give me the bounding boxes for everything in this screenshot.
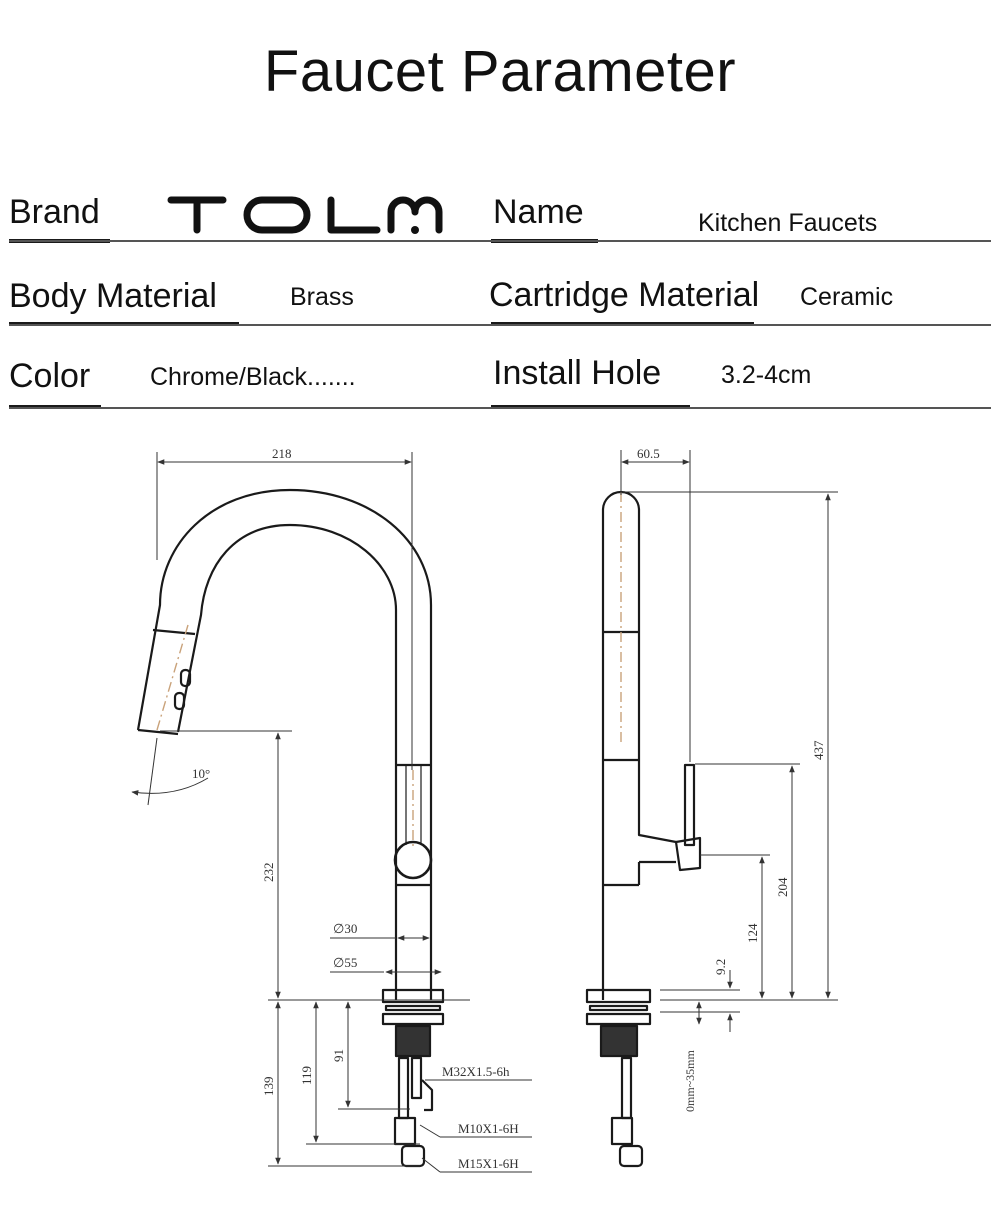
dim-deck-range: 0mm~35mm	[683, 1050, 697, 1112]
dim-10-degree: 10°	[192, 766, 210, 781]
dim-218: 218	[272, 446, 292, 461]
dim-124: 124	[745, 923, 760, 943]
body-material-value: Brass	[290, 283, 354, 311]
dim-139: 139	[261, 1077, 276, 1097]
cartridge-material-value: Ceramic	[800, 283, 894, 311]
dim-119: 119	[299, 1066, 314, 1085]
brand-logo	[167, 196, 443, 234]
dim-m10: M10X1-6H	[458, 1121, 519, 1136]
page-title: Faucet Parameter	[263, 39, 737, 104]
side-dimensions	[620, 450, 838, 1032]
dim-dia-30: ∅30	[333, 921, 357, 936]
dim-232: 232	[261, 863, 276, 883]
color-value: Chrome/Black.......	[150, 363, 356, 391]
dim-9-2: 9.2	[713, 959, 728, 975]
body-material-label: Body Material	[9, 277, 217, 315]
faucet-technical-drawing: 218 10° 232 ∅30 ∅55 139 119 91 M32X1.5-6…	[131, 446, 838, 1173]
dim-dia-55: ∅55	[333, 955, 357, 970]
name-value: Kitchen Faucets	[698, 209, 878, 237]
dim-437: 437	[811, 740, 826, 760]
dim-60-5: 60.5	[637, 446, 660, 461]
color-label: Color	[9, 357, 91, 395]
front-view	[136, 488, 445, 1168]
dim-m15: M15X1-6H	[458, 1156, 519, 1171]
row1-rule	[9, 240, 991, 242]
front-dimensions	[131, 452, 532, 1173]
dim-m32: M32X1.5-6h	[442, 1064, 510, 1079]
dim-204: 204	[775, 877, 790, 897]
install-hole-value: 3.2-4cm	[721, 361, 812, 389]
dim-91: 91	[331, 1049, 346, 1062]
install-hole-label: Install Hole	[493, 354, 662, 392]
cartridge-material-label: Cartridge Material	[489, 276, 760, 314]
brand-label: Brand	[9, 193, 100, 231]
name-label: Name	[493, 193, 584, 231]
row3-rule	[9, 407, 991, 409]
row2-rule	[9, 324, 991, 326]
